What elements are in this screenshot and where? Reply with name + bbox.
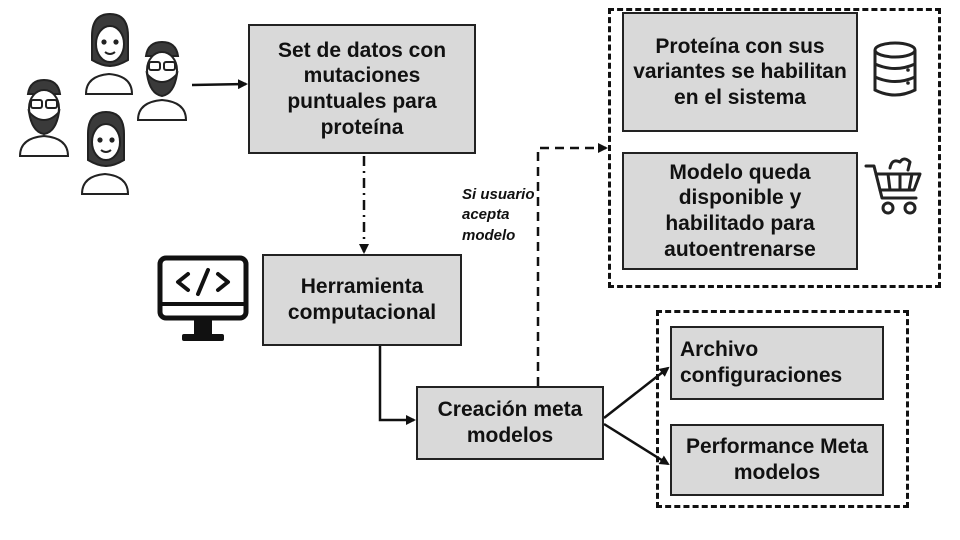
- person-woman-bottom-icon: [80, 110, 130, 195]
- meta-creation-node: Creación meta modelos: [416, 386, 604, 460]
- performance-node: Performance Meta modelos: [670, 424, 884, 496]
- arrow-tool-to-meta: [378, 346, 416, 425]
- arrow-users-to-dataset: [191, 79, 248, 90]
- meta-creation-label: Creación meta modelos: [437, 398, 583, 447]
- protein-variants-label: Proteína con sus variantes se habilitan …: [633, 34, 847, 109]
- lower-dashed-group: [656, 310, 909, 508]
- tool-node: Herramienta computacional: [262, 254, 462, 346]
- dataset-label: Set de datos con mutaciones puntuales pa…: [277, 38, 447, 139]
- protein-variants-node: Proteína con sus variantes se habilitan …: [622, 12, 858, 132]
- dataset-node: Set de datos con mutaciones puntuales pa…: [248, 24, 476, 154]
- person-bearded-left-icon: [18, 78, 70, 157]
- people-group-icon: [18, 12, 188, 195]
- model-available-node: Modelo queda disponible y habilitado par…: [622, 152, 858, 270]
- model-available-label: Modelo queda disponible y habilitado par…: [664, 160, 816, 261]
- tool-label: Herramienta computacional: [287, 275, 437, 324]
- shopping-cart-icon: [864, 157, 922, 215]
- performance-label: Performance Meta modelos: [685, 435, 869, 484]
- person-woman-top-icon: [84, 12, 134, 95]
- edge-label-if-accepts: Si usuario acepta modelo: [462, 186, 535, 244]
- config-file-node: Archivo configuraciones: [670, 326, 884, 400]
- upper-dashed-group: [608, 8, 941, 288]
- person-bearded-right-icon: [136, 40, 188, 121]
- config-file-label: Archivo configuraciones: [680, 338, 843, 387]
- database-icon: [873, 41, 917, 97]
- computer-code-icon: [157, 255, 249, 341]
- arrow-meta-to-upper-group: [536, 143, 608, 386]
